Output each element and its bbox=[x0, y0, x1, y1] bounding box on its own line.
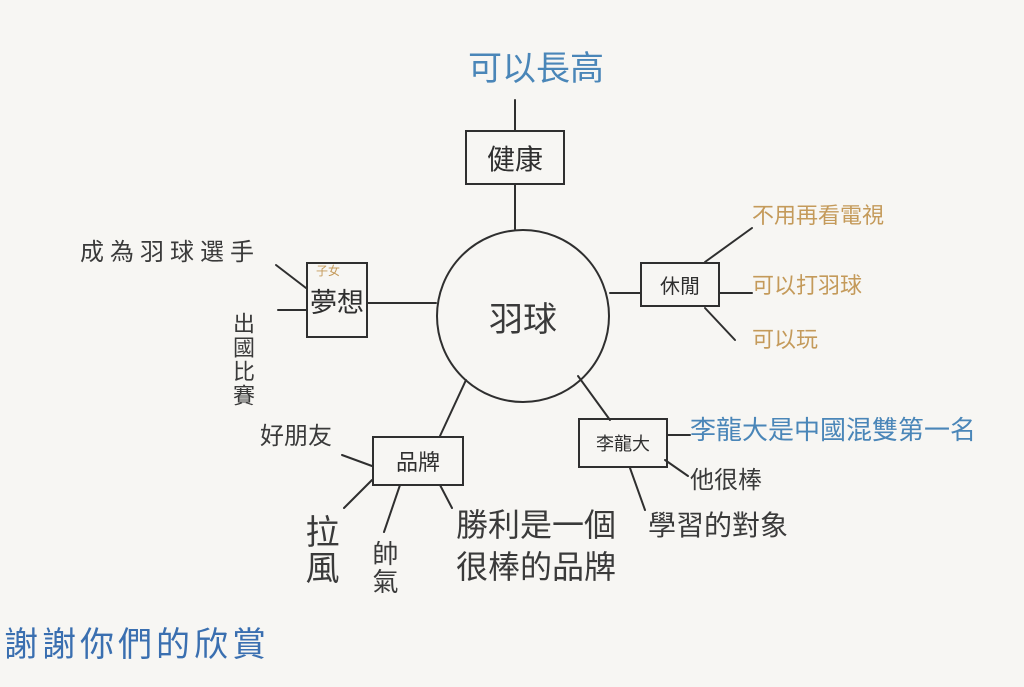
brand-branch-shuai: 帥氣 bbox=[368, 540, 398, 596]
health-node: 健康 bbox=[465, 130, 565, 185]
li-branch-learn: 學習的對象 bbox=[648, 509, 789, 542]
brand-node: 品牌 bbox=[372, 436, 464, 486]
leisure-branch-fun: 可以玩 bbox=[752, 328, 819, 353]
brand-branch-lafeng: 拉風 bbox=[299, 514, 339, 586]
line-dream-top bbox=[275, 264, 307, 289]
dream-branch-abroad: 出國比賽 bbox=[229, 312, 254, 408]
line-brand-lafeng bbox=[343, 479, 373, 509]
line-li-learn bbox=[629, 467, 646, 511]
brand-branch-friend: 好朋友 bbox=[260, 422, 332, 450]
dream-branch-player: 成為羽球選手 bbox=[80, 238, 260, 266]
dream-small-label: 子女 bbox=[316, 264, 341, 278]
brand-branch-victory: 勝利是一個很棒的品牌 bbox=[456, 506, 617, 586]
health-branch-text: 可以長高 bbox=[468, 49, 604, 89]
li-branch-great: 他很棒 bbox=[690, 466, 762, 494]
line-brand-friend bbox=[341, 454, 373, 467]
signature-text: 謝謝你們的欣賞 bbox=[4, 625, 270, 665]
center-node: 羽球 bbox=[436, 229, 610, 403]
line-li-he bbox=[664, 459, 689, 477]
li-branch-champion: 李龍大是中國混雙第一名 bbox=[690, 416, 977, 446]
line-brand-shuai bbox=[383, 484, 401, 533]
line-brand-victory bbox=[439, 484, 453, 509]
line-leisure-up bbox=[704, 227, 753, 263]
leisure-branch-tv: 不用再看電視 bbox=[752, 204, 885, 229]
line-leisure-down bbox=[704, 307, 736, 341]
center-label: 羽球 bbox=[489, 299, 557, 340]
dream-node: 夢想 bbox=[306, 262, 368, 338]
leisure-branch-play: 可以打羽球 bbox=[752, 274, 863, 299]
lichongwei-node: 李龍大 bbox=[578, 418, 668, 468]
line-center-brand bbox=[439, 379, 467, 437]
leisure-node: 休閒 bbox=[640, 262, 720, 307]
line-center-li bbox=[577, 375, 611, 421]
